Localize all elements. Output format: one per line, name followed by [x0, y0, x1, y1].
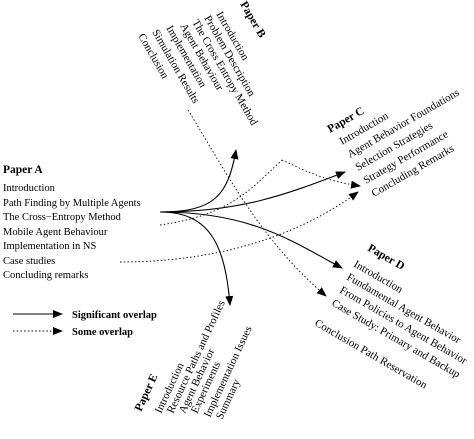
dotted-b-to-c	[281, 159, 361, 189]
paper-a-title: Paper A	[3, 164, 43, 176]
some-overlap-lines	[119, 109, 361, 297]
paper-a-item: Case studies	[3, 256, 55, 267]
arrow-a-to-e	[159, 211, 234, 306]
paper-a-item: Mobile Agent Behaviour	[3, 227, 108, 238]
dotted-a-to-b-upper	[159, 159, 283, 226]
arrow-a-to-c	[159, 171, 346, 213]
dotted-b-to-d	[187, 109, 327, 297]
arrow-a-to-b	[159, 149, 239, 213]
paper-a: Paper A Introduction Path Finding by Mul…	[3, 164, 141, 281]
legend-significant-label: Significant overlap	[72, 310, 157, 321]
paper-a-item: The Cross−Entropy Method	[3, 212, 122, 223]
paper-d-item: From Policies to Agent Behavior	[338, 284, 470, 367]
paper-b-title: Paper B	[237, 0, 267, 40]
significant-overlap-arrows	[159, 149, 346, 306]
paper-a-item: Path Finding by Multiple Agents	[3, 198, 141, 209]
paper-c: Paper C Introduction Agent Behavior Foun…	[326, 87, 462, 200]
paper-a-item: Concluding remarks	[3, 270, 88, 281]
paper-a-item: Implementation in NS	[3, 241, 96, 252]
paper-a-item: Introduction	[3, 183, 56, 194]
arrow-a-to-d	[159, 211, 343, 269]
paper-b: Paper B Introduction Problem Description…	[135, 0, 267, 128]
dotted-a-to-c	[119, 191, 359, 263]
legend: Significant overlap Some overlap	[13, 310, 157, 338]
legend-some-label: Some overlap	[72, 327, 133, 338]
